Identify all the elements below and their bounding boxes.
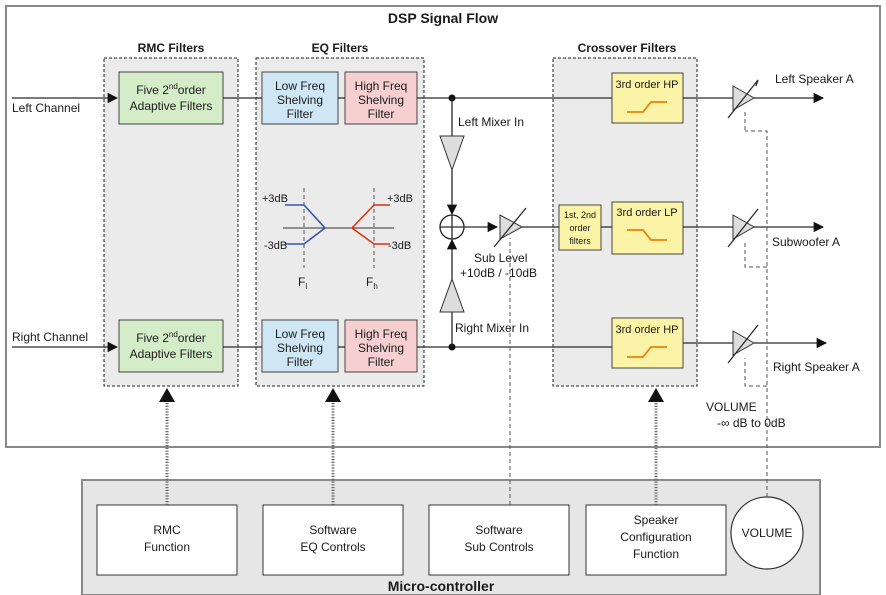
microcontroller-title: Micro-controller (388, 578, 495, 594)
speaker-config-l3: Function (633, 547, 679, 561)
eq-fh-label: Fh (366, 275, 378, 291)
eq-plus3-left: +3dB (262, 193, 288, 205)
sub-level-range: +10dB / -10dB (460, 266, 537, 280)
left-speaker-label: Left Speaker A (775, 72, 854, 86)
eq-low-left (261, 71, 339, 125)
speaker-config-l2: Configuration (620, 530, 691, 544)
right-mixer-label: Right Mixer In (455, 321, 529, 335)
hp-top-label: 3rd order HP (616, 79, 679, 91)
rmc-function-l2: Function (144, 540, 190, 554)
rmc-right-line1: Five 2ndorder (136, 330, 206, 345)
pre-filters (558, 204, 602, 251)
eq-high-left-l2: Shelving (358, 93, 404, 107)
right-channel-label: Right Channel (12, 330, 88, 344)
volume-range: -∞ dB to 0dB (717, 416, 786, 430)
rmc-filter-right (118, 319, 224, 373)
software-eq-box (262, 504, 404, 576)
eq-fl-label: Fl (298, 275, 307, 291)
sub-level-label: Sub Level (474, 251, 527, 265)
eq-high-left-l1: High Freq (355, 79, 408, 93)
pre-filters-l2: order (569, 223, 590, 233)
pre-filters-l1: 1st, 2nd (564, 210, 596, 220)
eq-high-right (344, 319, 418, 373)
eq-low-left-l2: Shelving (277, 93, 323, 107)
eq-high-left-l3: Filter (368, 107, 395, 121)
volume-knob-label: VOLUME (742, 526, 793, 540)
eq-minus3-right: -3dB (388, 240, 411, 252)
eq-high-right-l2: Shelving (358, 341, 404, 355)
software-sub-l1: Software (475, 523, 523, 537)
pre-filters-l3: filters (569, 236, 591, 246)
rmc-right-line2: Adaptive Filters (130, 347, 213, 361)
right-speaker-label: Right Speaker A (773, 360, 860, 374)
rmc-left-line2: Adaptive Filters (130, 99, 213, 113)
right-mixer-gain (439, 277, 465, 313)
hp-filter-bottom (611, 317, 684, 369)
eq-minus3-left: -3dB (264, 240, 287, 252)
eq-low-right (261, 319, 339, 373)
lp-label: 3rd order LP (616, 207, 677, 219)
hp-bottom-label: 3rd order HP (616, 324, 679, 336)
rmc-function-l1: RMC (153, 523, 181, 537)
eq-low-right-l3: Filter (287, 355, 314, 369)
eq-low-right-l2: Shelving (277, 341, 323, 355)
crossover-section-title: Crossover Filters (578, 41, 677, 55)
rmc-section-title: RMC Filters (138, 41, 205, 55)
left-channel-label: Left Channel (12, 101, 80, 115)
speaker-config-box (585, 504, 727, 576)
lp-filter (611, 201, 684, 255)
eq-section-title: EQ Filters (312, 41, 369, 55)
eq-low-left-l1: Low Freq (275, 79, 325, 93)
software-sub-l2: Sub Controls (464, 540, 533, 554)
eq-low-right-l1: Low Freq (275, 327, 325, 341)
left-mixer-gain (439, 135, 465, 172)
eq-high-right-l3: Filter (368, 355, 395, 369)
eq-curve-graph: +3dB -3dB +3dB -3dB Fl Fh (262, 188, 413, 291)
left-mixer-label: Left Mixer In (458, 115, 524, 129)
software-sub-box (428, 504, 570, 576)
eq-high-right-l1: High Freq (355, 327, 408, 341)
speaker-config-l1: Speaker (634, 513, 679, 527)
rmc-left-line1: Five 2ndorder (136, 82, 206, 97)
software-eq-l2: EQ Controls (300, 540, 365, 554)
software-eq-l1: Software (309, 523, 357, 537)
eq-low-left-l3: Filter (287, 107, 314, 121)
subwoofer-label: Subwoofer A (772, 235, 840, 249)
volume-label: VOLUME (706, 400, 757, 414)
eq-high-left (344, 71, 418, 125)
rmc-filter-left (118, 71, 224, 125)
eq-plus3-right: +3dB (387, 193, 413, 205)
dsp-title: DSP Signal Flow (388, 10, 498, 26)
